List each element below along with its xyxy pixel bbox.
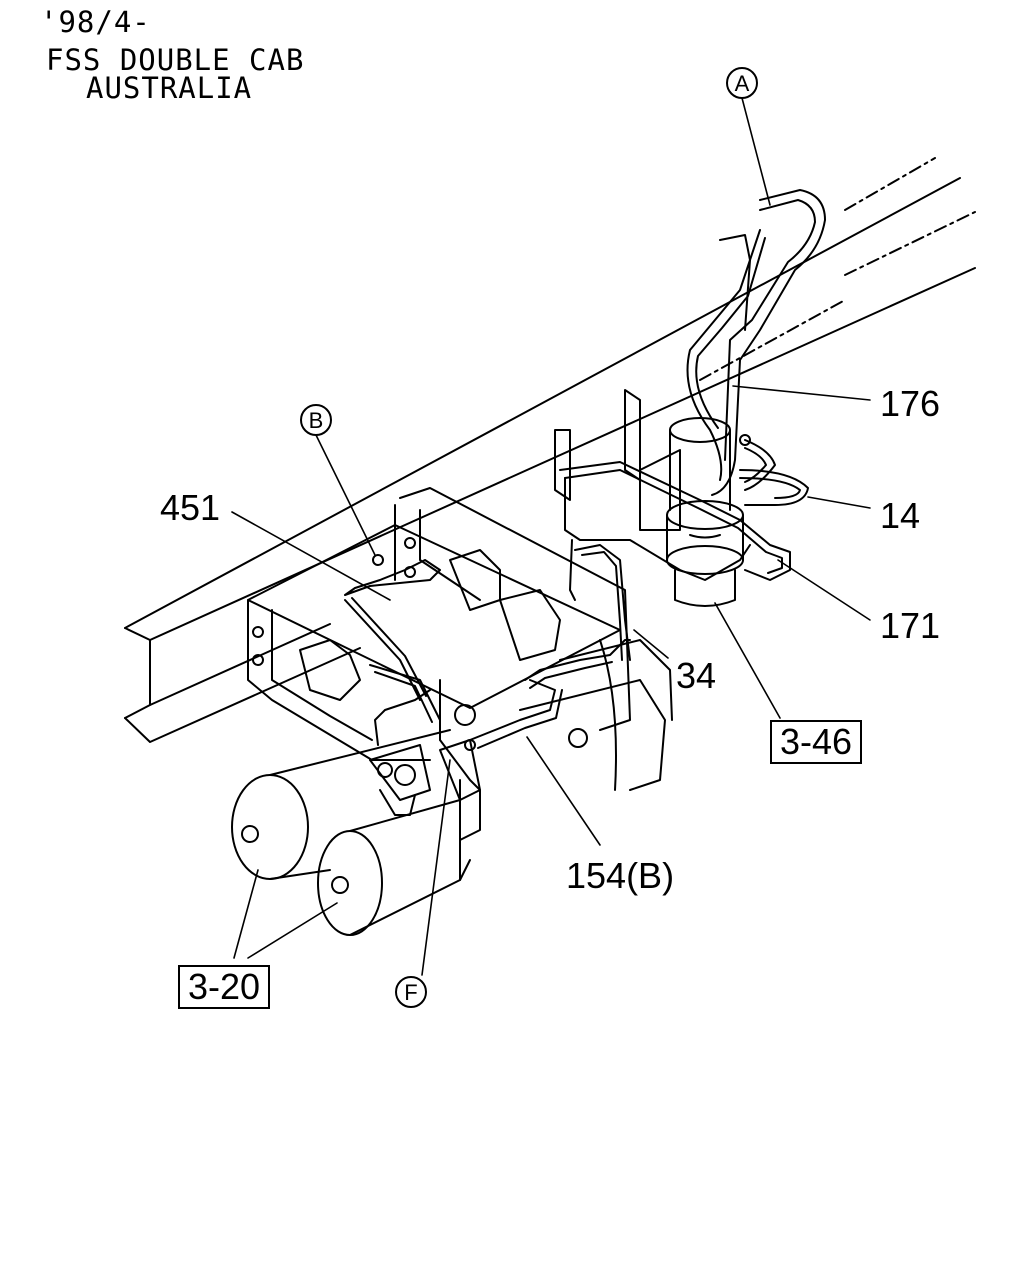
marker-a-label: A [735, 71, 750, 96]
valve-assembly [369, 739, 481, 816]
frame-rail [124, 157, 976, 743]
callout-14: 14 [880, 495, 921, 536]
marker-f: F [395, 976, 427, 1008]
air-pipes [344, 189, 826, 751]
model-year-label: '98/4- [40, 5, 151, 39]
callout-451: 451 [160, 487, 221, 528]
market-label: AUSTRALIA [86, 71, 253, 105]
marker-f-label: F [404, 980, 417, 1005]
reference-3-46[interactable]: 3-46 [770, 720, 863, 764]
callout-176: 176 [880, 383, 941, 424]
marker-b: B [300, 404, 332, 436]
callout-34: 34 [676, 655, 717, 696]
callout-154b: 154(B) [566, 855, 675, 896]
marker-b-label: B [309, 408, 324, 433]
air-tanks [231, 639, 673, 936]
model-name-label: FSS DOUBLE CAB [46, 43, 305, 77]
air-dryer [554, 389, 744, 607]
marker-a: A [726, 67, 758, 99]
leader-lines [231, 97, 871, 976]
callout-171: 171 [880, 605, 941, 646]
reference-3-20[interactable]: 3-20 [178, 965, 271, 1009]
